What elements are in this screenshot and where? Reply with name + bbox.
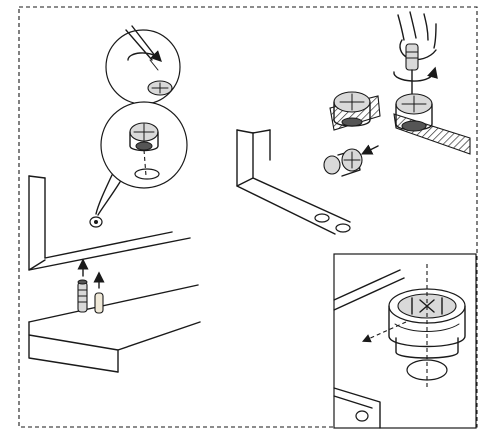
wood-dowel bbox=[93, 271, 105, 314]
loose-cam bbox=[323, 144, 379, 177]
bottom-panel bbox=[28, 284, 201, 373]
rotate-arrow-icon bbox=[127, 50, 162, 62]
dashed-frame bbox=[18, 6, 478, 428]
cam-fitting-right bbox=[393, 93, 471, 155]
panel-cam-hole bbox=[89, 216, 103, 228]
detail-bubble-upper bbox=[105, 25, 181, 105]
left-upright-panel bbox=[28, 175, 191, 271]
detail-inset bbox=[333, 253, 477, 429]
cam-fitting-left bbox=[329, 91, 381, 131]
direction-arrow-icon bbox=[361, 321, 407, 343]
rotate-arrow-icon bbox=[393, 66, 438, 82]
hand-screwdriver bbox=[393, 11, 438, 95]
right-panel bbox=[236, 129, 351, 235]
cam-bolt bbox=[77, 258, 89, 313]
detail-bubble-lower bbox=[95, 101, 188, 216]
direction-arrow-icon bbox=[360, 144, 379, 155]
